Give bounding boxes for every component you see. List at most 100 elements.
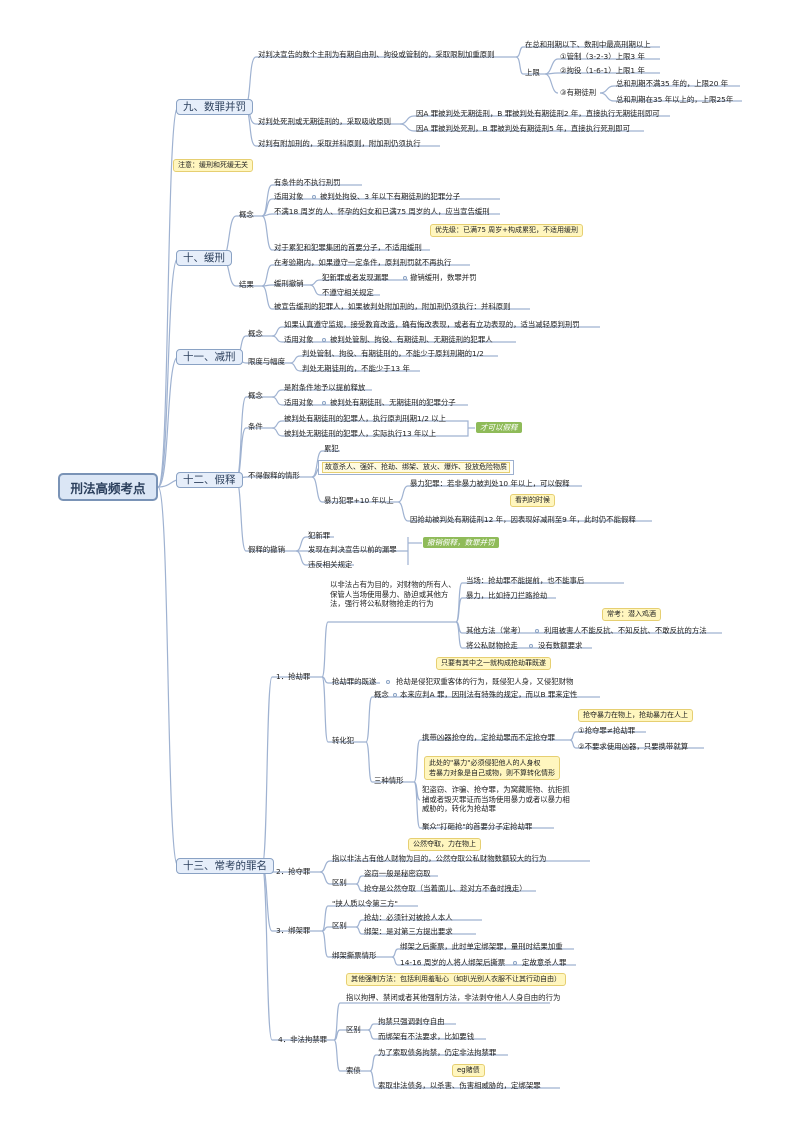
s11-l2: 判处无期徒刑的，不能少于13 年	[302, 364, 410, 373]
snatch-f2: 抢夺是公然夺取（当着面儿、趁对方不备时拽走）	[364, 884, 527, 893]
s11-c2-dot	[322, 338, 326, 342]
robbery-t2-note-line2: 若暴力对象是自己或物，则不算转化情形	[429, 769, 555, 777]
robbery-d2: 暴力，比如持刀拦路抢劫	[466, 591, 548, 600]
s9-limited-aggravation: 对判决宣告的数个主刑为有期自由刑、拘役或管制的，采取限制加重原则	[258, 50, 495, 59]
s10-c1: 有条件的不执行刑罚	[274, 178, 341, 187]
s12-c2: 适用对象	[284, 398, 314, 407]
detain-note: 其他强制方法：包括利用羞耻心（如扒光别人衣服不让其行动自由）	[346, 973, 566, 986]
snatch-f1: 盗窃一般是秘密窃取	[364, 869, 431, 878]
s12-d1: 被判处有期徒刑的犯罪人，执行原判刑期1/2 以上	[284, 414, 447, 423]
robbery-cc: 概念	[374, 690, 389, 699]
s9-upper-2: ②拘役（1-6-1）上限1 年	[560, 66, 645, 75]
section-10-node[interactable]: 十、缓刑	[176, 250, 232, 266]
robbery-d3-dot	[535, 629, 539, 633]
s10-c2a: 被判处拘役、3 年以下有期徒刑的犯罪分子	[320, 192, 461, 201]
s11-c2a: 被判处管制、拘役、有期徒刑、无期徒刑的犯罪人	[330, 335, 493, 344]
robbery-dual: 抢劫罪的既遂	[332, 677, 377, 686]
s10-e2a-dot	[403, 276, 407, 280]
s9-absorption-ex1: 因A 罪被判处无期徒刑，B 罪被判处有期徒刑2 年，直接执行无期徒刑即可	[416, 109, 660, 118]
s10-e1: 在考验期内，如果遵守一定条件，原判刑罚就不再执行	[274, 258, 452, 267]
s10-e2a: 犯新罪或者发现漏罪	[322, 273, 389, 282]
kidnap-label: 3．绑架罪	[276, 926, 311, 935]
robbery-d1: 当场：抢劫罪不能提前，也不能事后	[466, 576, 585, 585]
s12-v3: 违反相关规定	[308, 560, 353, 569]
robbery-t1: 携带凶器抢夺的，定抢劫罪而不定抢夺罪	[422, 733, 556, 742]
section-12-node[interactable]: 十二、假释	[176, 472, 243, 488]
kidnap-f2: 绑架：是对第三方提出要求	[364, 927, 453, 936]
section-13-node[interactable]: 十三、常考的罪名	[176, 858, 274, 874]
robbery-t1b: ②不要求使用凶器，只要携带就算	[578, 742, 689, 751]
robbery-dual-note: 只要有其中之一就构成抢劫罪既遂	[436, 657, 551, 670]
s10-c2: 适用对象	[274, 192, 304, 201]
s12-v1: 犯新罪	[308, 531, 331, 540]
detain-f2: 而绑架有不法要求，比如要钱	[378, 1032, 475, 1041]
kidnap-g2: 14-16 周岁的人将人绑架后撕票	[400, 958, 506, 967]
kidnap-diff: 区别	[332, 921, 347, 930]
kidnap-g2-dot	[513, 961, 517, 965]
kidnap-g1: 绑架之后撕票，此时单定绑架罪，量刑时结果加重	[400, 942, 563, 951]
s9-upper-3: ③有期徒刑	[560, 88, 597, 97]
robbery-d4a: 没有数额要求	[538, 641, 583, 650]
s12-tag-parole: 才可以假释	[476, 422, 522, 433]
snatch-diff: 区别	[332, 878, 347, 887]
robbery-dual-dot	[386, 680, 390, 684]
robbery-three: 三种情形	[374, 776, 404, 785]
detain-label: 4．非法拘禁罪	[278, 1035, 328, 1044]
section-11-node[interactable]: 十一、减刑	[176, 349, 243, 365]
note-s9: 注意：缓刑和死缓无关	[173, 159, 253, 172]
detain-b2: 索取非法债务，以杀害、伤害相威胁的，定绑架罪	[378, 1081, 541, 1090]
robbery-t2-note: 此处的"暴力"必须侵犯他人的人身权 若暴力对象是自己或物，则不算转化情形	[424, 756, 560, 780]
s9-upper-1: ①管制（3-2-3）上限3 年	[560, 52, 645, 61]
s12-c1: 是附条件地予以提前释放	[284, 383, 366, 392]
s10-c2-dot	[312, 195, 316, 199]
snatch-label: 2．抢夺罪	[276, 867, 311, 876]
s9-upper-limit: 上限	[525, 68, 540, 77]
kidnap-g2a: 定故意杀人罪	[522, 958, 567, 967]
robbery-cca: 本来应判A 罪，因刑法有特殊的规定，而以B 罪来定性	[400, 690, 578, 699]
kidnap-tear: 绑架撕票情形	[332, 951, 377, 960]
detain-b1: 为了索取债务拘禁，仍定非法拘禁罪	[378, 1048, 497, 1057]
s10-c3: 不满18 周岁的人、怀孕的妇女和已满75 周岁的人，应当宣告缓刑	[274, 207, 490, 216]
s12-n1: 累犯	[324, 444, 339, 453]
s12-n3-note: 看判的时候	[510, 494, 555, 507]
s10-e2c: 不遵守相关规定	[322, 288, 374, 297]
robbery-d4-dot	[529, 644, 533, 648]
s12-n2-text: 故意杀人、强奸、抢劫、绑架、放火、爆炸、投放危险物质	[322, 462, 510, 473]
s12-n2: 故意杀人、强奸、抢劫、绑架、放火、爆炸、投放危险物质	[318, 460, 514, 475]
robbery-d4: 将公私财物抢走	[466, 641, 518, 650]
robbery-d3: 其他方法（常考）	[466, 626, 526, 635]
s12-n3b: 因抢劫被判处有期徒刑12 年，因表现好减刑至9 年，此时仍不能假释	[410, 515, 636, 524]
s12-tag-revoke: 撤销假释，数罪并罚	[423, 537, 499, 548]
s12-revoke: 假释的撤销	[248, 545, 285, 554]
robbery-label: 1．抢劫罪	[276, 672, 311, 681]
s10-c3-note: 优先级：已满75 周岁+构成累犯，不适用缓刑	[430, 224, 583, 237]
s10-result: 结果	[239, 280, 254, 289]
s9-upper-3a: 总和刑期不满35 年的，上限20 年	[616, 79, 729, 88]
robbery-t2: 犯盗窃、诈骗、抢夺罪，为窝藏赃物、抗拒抓捕或者毁灭罪证而当场使用暴力或者以暴力相…	[422, 785, 570, 813]
s9-upper-3b: 总和刑期在35 年以上的，上限25年	[616, 95, 734, 104]
detain-diff: 区别	[346, 1025, 361, 1034]
s10-e2: 缓刑撤销	[274, 279, 304, 288]
robbery-t3-note: 公然夺取，力在物上	[408, 838, 481, 851]
detain-def: 指以拘押、禁闭或者其他强制方法，非法剥夺他人人身自由的行为	[346, 993, 561, 1002]
s10-e2b: 撤销缓刑，数罪并罚	[410, 273, 477, 282]
s12-v2: 发现在判决宣告以前的漏罪	[308, 545, 397, 554]
section-9-node[interactable]: 九、数罪并罚	[176, 99, 253, 115]
robbery-t3: 聚众"打砸抢"的首要分子定抢劫罪	[422, 822, 533, 831]
detain-b2-note: eg赌债	[452, 1064, 485, 1077]
robbery-t1-note: 抢夺暴力在物上，抢劫暴力在人上	[578, 709, 693, 722]
s9-cumulative: 对判有附加刑的，采取并科原则，附加刑仍须执行	[258, 139, 421, 148]
robbery-duala: 抢劫是侵犯双重客体的行为，既侵犯人身，又侵犯财物	[396, 677, 574, 686]
s10-e3: 被宣告缓刑的犯罪人，如果被判处附加刑的，附加刑仍须执行：并科原则	[274, 302, 511, 311]
s12-noparole: 不得假释的情形	[248, 471, 300, 480]
root-node[interactable]: 刑法高频考点	[58, 473, 158, 501]
s10-c4: 对于累犯和犯罪集团的首要分子，不适用缓刑	[274, 243, 422, 252]
s12-n3a: 暴力犯罪：若非暴力被判处10 年以上，可以假释	[410, 479, 570, 488]
detain-f1: 拘禁只强调剥夺自由	[378, 1017, 445, 1026]
robbery-t1a: ①抢夺罪≠抢劫罪	[578, 726, 636, 735]
s11-c2: 适用对象	[284, 335, 314, 344]
s11-limit: 限度与幅度	[248, 357, 285, 366]
robbery-cc-dot	[393, 693, 397, 697]
s12-d2: 被判处无期徒刑的犯罪人，实际执行13 年以上	[284, 429, 437, 438]
